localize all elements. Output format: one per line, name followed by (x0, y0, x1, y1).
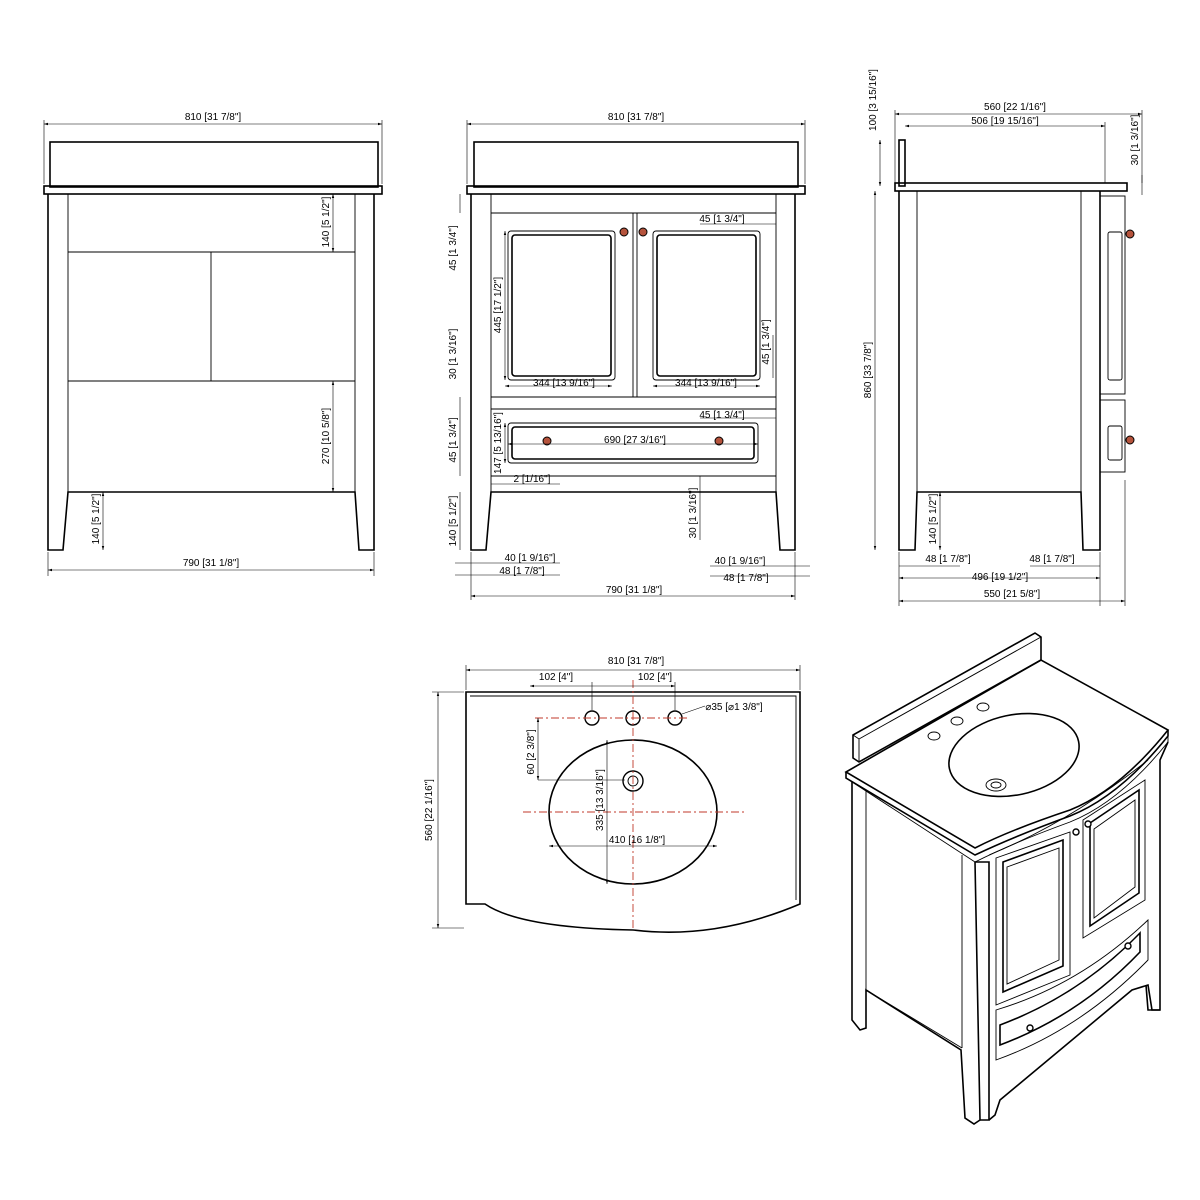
dim-label: 690 [27 3/16"] (604, 435, 666, 446)
dim-label: 100 [3 15/16"] (868, 69, 879, 131)
dim-label: 30 [1 3/16"] (1130, 114, 1141, 165)
dim-label: 40 [1 9/16"] (505, 553, 556, 564)
dim-label: 40 [1 9/16"] (715, 556, 766, 567)
top-labels: 810 [31 7/8"] 102 [4"] 102 [4"] ⌀35 [⌀1 … (424, 656, 763, 846)
dim-label: 560 [22 1/16"] (424, 779, 435, 841)
dim-label: 147 [5 13/16"] (493, 412, 504, 474)
dim-label: 30 [1 3/16"] (448, 328, 459, 379)
dim-label: 140 [5 1/2"] (91, 493, 102, 544)
dim-label: 45 [1 3/4"] (699, 214, 744, 225)
front-doors-labels: 810 [31 7/8"] 45 [1 3/4"] 445 [17 1/2"] … (448, 112, 772, 596)
top-plan (432, 665, 801, 933)
dim-label: 790 [31 1/8"] (606, 585, 663, 596)
dim-label: 48 [1 7/8"] (723, 573, 768, 584)
dim-label: 30 [1 3/16"] (688, 487, 699, 538)
dim-label: 140 [5 1/2"] (928, 493, 939, 544)
dim-label: 335 [13 3/16"] (595, 769, 606, 831)
dim-label: 48 [1 7/8"] (1029, 554, 1074, 565)
dim-label: 860 [33 7/8"] (863, 342, 874, 399)
perspective-view (844, 632, 1170, 1125)
dim-label: 550 [21 5/8"] (984, 589, 1041, 600)
side-labels: 100 [3 15/16"] 560 [22 1/16"] 506 [19 15… (863, 69, 1141, 600)
dim-label: 140 [5 1/2"] (321, 196, 332, 247)
dim-label: 140 [5 1/2"] (448, 495, 459, 546)
dim-label: 445 [17 1/2"] (493, 277, 504, 334)
dim-label: 60 [2 3/8"] (526, 729, 537, 774)
dim-label: 810 [31 7/8"] (185, 112, 242, 123)
dim-label: 344 [13 9/16"] (533, 378, 595, 389)
dim-label: 344 [13 9/16"] (675, 378, 737, 389)
dim-label: 48 [1 7/8"] (499, 566, 544, 577)
dim-label: 45 [1 3/4"] (448, 225, 459, 270)
front-elevation-doors (455, 120, 810, 600)
dim-label: 496 [19 1/2"] (972, 572, 1029, 583)
dim-label: 102 [4"] (539, 672, 573, 683)
dim-label: ⌀35 [⌀1 3/8"] (705, 702, 763, 713)
front-plain-labels: 810 [31 7/8"] 140 [5 1/2"] 270 [10 5/8"]… (91, 112, 332, 569)
dim-label: 45 [1 3/4"] (699, 410, 744, 421)
dim-label: 48 [1 7/8"] (925, 554, 970, 565)
dim-label: 790 [31 1/8"] (183, 558, 240, 569)
dim-label: 560 [22 1/16"] (984, 102, 1046, 113)
dim-label: 270 [10 5/8"] (321, 408, 332, 465)
dim-label: 810 [31 7/8"] (608, 112, 665, 123)
dim-label: 506 [19 15/16"] (971, 116, 1039, 127)
front-elevation-plain (43, 120, 383, 576)
dim-label: 102 [4"] (638, 672, 672, 683)
dim-label: 2 [1/16"] (514, 474, 551, 485)
side-elevation (873, 110, 1143, 606)
dim-label: 410 [16 1/8"] (609, 835, 666, 846)
dim-label: 810 [31 7/8"] (608, 656, 665, 667)
dim-label: 45 [1 3/4"] (761, 319, 772, 364)
dim-label: 45 [1 3/4"] (448, 417, 459, 462)
